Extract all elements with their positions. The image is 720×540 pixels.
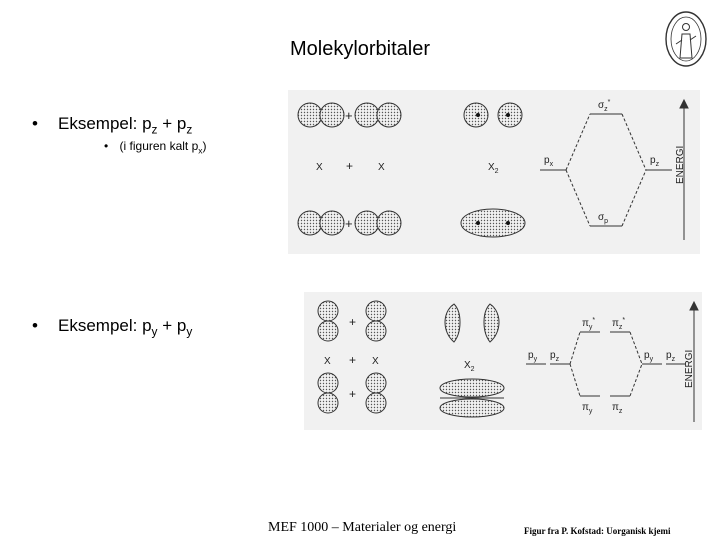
pi-star-z-label: πz* bbox=[612, 317, 625, 331]
sigma-orbital-figure: + X + X X2 + bbox=[288, 90, 700, 254]
figure-credit: Figur fra P. Kofstad: Uorganisk kjemi bbox=[524, 526, 671, 536]
sub-bullet-marker: • bbox=[104, 139, 108, 153]
university-seal-icon bbox=[664, 10, 708, 68]
pi-orbital-shape bbox=[440, 379, 504, 417]
sigma-star-label: σz* bbox=[598, 99, 611, 113]
left-pz-label: pz bbox=[550, 350, 560, 363]
sigma-label: σp bbox=[598, 212, 608, 225]
plus-sign: + bbox=[346, 159, 353, 173]
atom-label-x: X bbox=[324, 356, 331, 367]
pi-y-label: πy bbox=[582, 402, 593, 415]
atom-label-x: X bbox=[316, 162, 323, 173]
sub-bullet-note: • (i figuren kalt px) bbox=[104, 139, 206, 155]
molecule-label-x2: X2 bbox=[464, 360, 475, 373]
plus-sign: + bbox=[345, 108, 353, 123]
pi-z-label: πz bbox=[612, 402, 623, 415]
atom-label-x: X bbox=[372, 356, 379, 367]
bullet-marker: • bbox=[32, 114, 38, 134]
pz-right-label: pz bbox=[650, 155, 660, 168]
pi-star-y-label: πy* bbox=[582, 317, 595, 331]
plus-sign: + bbox=[349, 353, 356, 367]
pi-star-orbital-shape bbox=[445, 304, 499, 342]
sigma-orbital-shape bbox=[461, 209, 525, 237]
energy-axis-label: ENERGI bbox=[684, 350, 695, 388]
sigma-energy-diagram bbox=[540, 100, 688, 240]
bullet-text: Eksempel: py + py bbox=[58, 316, 192, 338]
plus-sign: + bbox=[345, 216, 353, 231]
sub-bullet-text: (i figuren kalt px) bbox=[120, 139, 207, 153]
course-footer: MEF 1000 – Materialer og energi bbox=[268, 520, 456, 536]
bullet-text: Eksempel: pz + pz bbox=[58, 114, 192, 136]
sigma-star-orbital-shape bbox=[464, 103, 522, 127]
left-py-label: py bbox=[528, 350, 538, 363]
bullet-marker: • bbox=[32, 316, 38, 336]
plus-sign: + bbox=[349, 387, 356, 401]
right-pz-label: pz bbox=[666, 350, 676, 363]
molecule-label-x2: X2 bbox=[488, 162, 499, 175]
energy-axis-label: ENERGI bbox=[675, 146, 686, 184]
plus-sign: + bbox=[349, 315, 356, 329]
slide-title: Molekylorbitaler bbox=[0, 38, 720, 61]
pi-orbital-figure: + X + X X2 + bbox=[304, 292, 702, 430]
atom-label-x: X bbox=[378, 162, 385, 173]
px-left-label: px bbox=[544, 155, 554, 168]
right-py-label: py bbox=[644, 350, 654, 363]
